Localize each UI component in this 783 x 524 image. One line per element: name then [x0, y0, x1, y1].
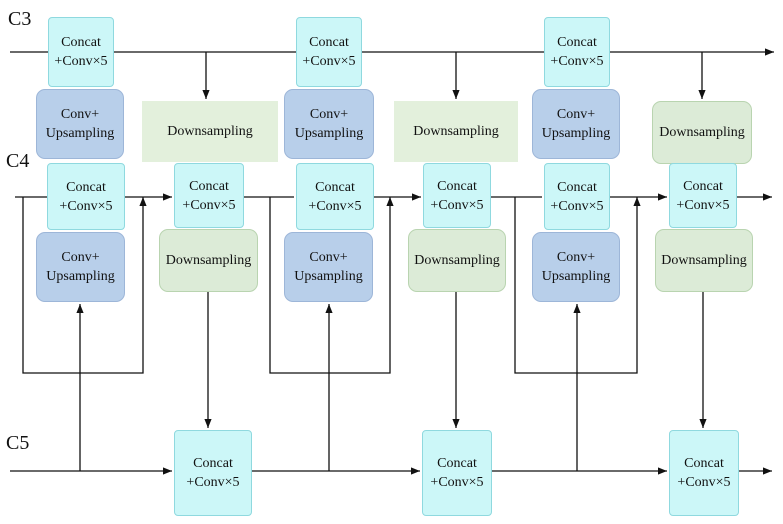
conv-repeat-label: +Conv×5: [59, 198, 113, 214]
downsampling-label: Downsampling: [414, 253, 500, 268]
c4-downsampling-block-3: Downsampling: [655, 229, 753, 292]
row-label-c4: C4: [6, 150, 30, 172]
downsampling-label: Downsampling: [659, 125, 745, 140]
c4-concat-block-6: Concat +Conv×5: [669, 163, 737, 228]
conv-label: Conv+: [556, 250, 596, 265]
c3-downsampling-block-1: Downsampling: [142, 101, 278, 162]
row-label-c3: C3: [8, 8, 32, 30]
c4-concat-block-2: Concat +Conv×5: [174, 163, 244, 228]
concat-label: Concat: [315, 179, 355, 195]
conv-label: Conv+: [60, 107, 100, 122]
c3-downsampling-block-3: Downsampling: [652, 101, 752, 164]
c4-conv-upsampling-block-1: Conv+ Upsampling: [36, 232, 125, 302]
c4-concat-block-5: Concat +Conv×5: [544, 163, 610, 230]
c4-downsampling-block-1: Downsampling: [159, 229, 258, 292]
downsampling-label: Downsampling: [661, 253, 747, 268]
conv-repeat-label: +Conv×5: [302, 54, 356, 69]
arrow-wire-12: [269, 197, 394, 374]
upsampling-label: Upsampling: [45, 126, 115, 141]
conv-repeat-label: +Conv×5: [550, 54, 604, 69]
upsampling-label: Upsampling: [541, 269, 611, 284]
concat-label: Concat: [557, 179, 597, 195]
concat-label: Concat: [309, 35, 349, 50]
conv-repeat-label: +Conv×5: [54, 54, 108, 69]
c5-concat-block-2: Concat +Conv×5: [422, 430, 492, 516]
conv-repeat-label: +Conv×5: [430, 197, 484, 213]
c4-concat-block-4: Concat +Conv×5: [423, 163, 491, 228]
c4-downsampling-block-2: Downsampling: [408, 229, 506, 292]
conv-repeat-label: +Conv×5: [550, 198, 604, 214]
conv-label: Conv+: [309, 107, 349, 122]
downsampling-label: Downsampling: [413, 124, 499, 139]
concat-label: Concat: [66, 179, 106, 195]
conv-repeat-label: +Conv×5: [430, 475, 484, 490]
concat-label: Concat: [189, 178, 229, 194]
c4-concat-block-3: Concat +Conv×5: [296, 163, 374, 230]
c3-downsampling-block-2: Downsampling: [394, 101, 518, 162]
upsampling-label: Upsampling: [46, 269, 115, 284]
conv-label: Conv+: [61, 250, 100, 265]
concat-label: Concat: [193, 456, 233, 471]
c3-concat-block-3: Concat +Conv×5: [544, 17, 610, 87]
c3-conv-upsampling-block-3: Conv+ Upsampling: [532, 89, 620, 159]
conv-repeat-label: +Conv×5: [677, 475, 731, 490]
arrow-wire-11: [22, 197, 147, 374]
conv-label: Conv+: [309, 250, 348, 265]
upsampling-label: Upsampling: [294, 126, 364, 141]
concat-label: Concat: [437, 456, 477, 471]
c3-concat-block-2: Concat +Conv×5: [296, 17, 362, 87]
concat-label: Concat: [437, 178, 477, 194]
c4-conv-upsampling-block-2: Conv+ Upsampling: [284, 232, 373, 302]
downsampling-label: Downsampling: [165, 253, 252, 268]
concat-label: Concat: [684, 456, 724, 471]
upsampling-label: Upsampling: [541, 126, 611, 141]
row-label-c5: C5: [6, 432, 30, 454]
concat-label: Concat: [683, 178, 723, 194]
c3-conv-upsampling-block-1: Conv+ Upsampling: [36, 89, 124, 159]
concat-label: Concat: [557, 35, 597, 50]
c4-conv-upsampling-block-3: Conv+ Upsampling: [532, 232, 620, 302]
c5-concat-block-3: Concat +Conv×5: [669, 430, 739, 516]
conv-label: Conv+: [556, 107, 596, 122]
conv-repeat-label: +Conv×5: [182, 197, 236, 213]
concat-label: Concat: [61, 35, 101, 50]
upsampling-label: Upsampling: [294, 269, 363, 284]
conv-repeat-label: +Conv×5: [676, 197, 730, 213]
conv-repeat-label: +Conv×5: [308, 198, 362, 214]
arrow-wire-13: [514, 197, 641, 374]
c5-concat-block-1: Concat +Conv×5: [174, 430, 252, 516]
downsampling-label: Downsampling: [167, 124, 253, 139]
c3-conv-upsampling-block-2: Conv+ Upsampling: [284, 89, 374, 159]
c3-concat-block-1: Concat +Conv×5: [48, 17, 114, 87]
conv-repeat-label: +Conv×5: [186, 475, 240, 490]
c4-concat-block-1: Concat +Conv×5: [47, 163, 125, 230]
